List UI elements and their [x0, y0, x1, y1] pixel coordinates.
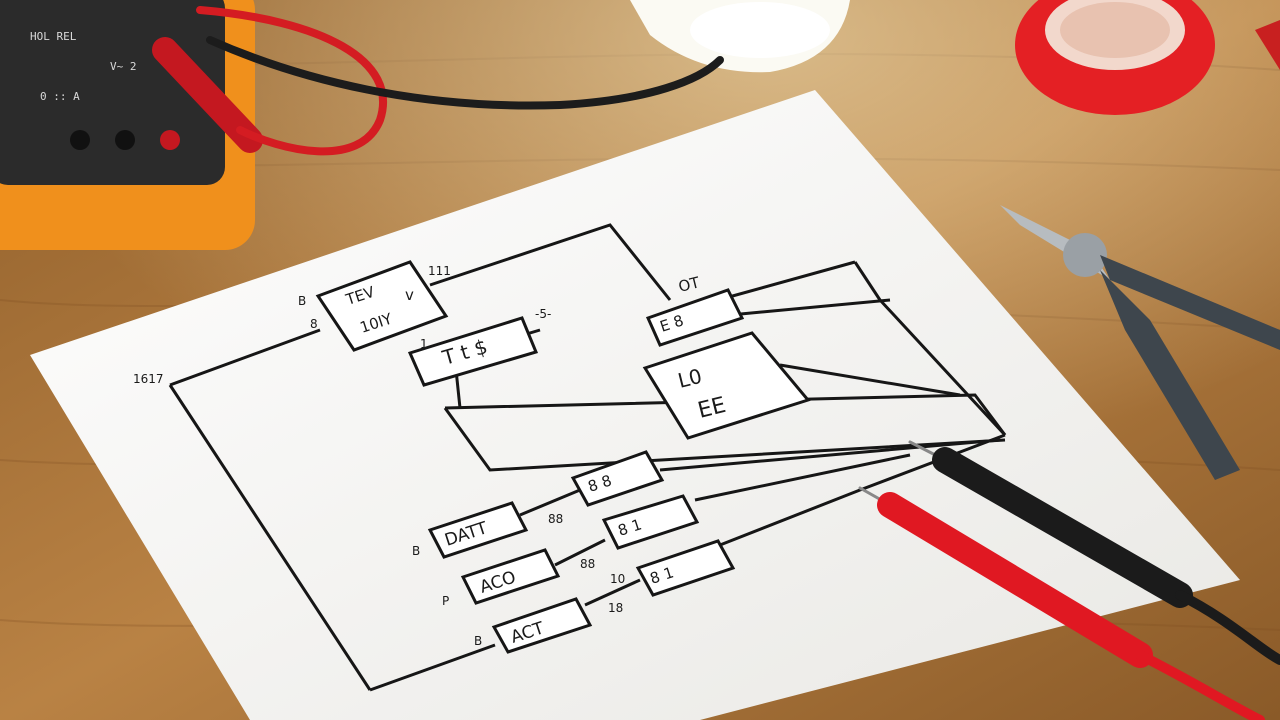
- schematic-boxes: [315, 260, 811, 654]
- label-note-mid: 1: [420, 337, 428, 351]
- box-tev: [315, 260, 449, 352]
- box-ot: [645, 288, 745, 347]
- label-1617: 1617: [133, 372, 164, 386]
- label-n2: 88: [580, 557, 595, 571]
- pencil-icon: [1255, 20, 1280, 70]
- box-dat: [427, 501, 529, 559]
- box-r1: [570, 450, 665, 507]
- label-n4: 18: [608, 601, 623, 615]
- label-v: v: [405, 286, 414, 304]
- red-probe-icon: [858, 486, 1265, 720]
- label-note-small: -5-: [535, 307, 551, 321]
- label-act-left: B: [474, 634, 482, 648]
- meter-cables: [196, 6, 724, 156]
- label-ot: OT: [677, 273, 703, 296]
- pliers-icon: [1000, 205, 1280, 480]
- box-aco: [460, 548, 561, 605]
- lamp-icon: [630, 0, 850, 73]
- box-r2: [601, 494, 700, 550]
- box-mid: [407, 316, 539, 387]
- label-l0: L0: [675, 364, 704, 393]
- svg-text:0 :: A: 0 :: A: [40, 90, 80, 103]
- label-n1: 88: [548, 512, 563, 526]
- svg-text:V~ 2: V~ 2: [110, 60, 137, 73]
- label-8: 8: [310, 317, 318, 331]
- box-act: [491, 597, 593, 654]
- schematic-paper: [30, 90, 1240, 720]
- box-r3: [635, 539, 736, 597]
- label-dat-left: B: [412, 544, 420, 558]
- tape-roll-icon: [1015, 0, 1215, 115]
- label-aco-left: P: [442, 594, 449, 608]
- label-b: B: [298, 294, 306, 308]
- label-111: 111: [428, 264, 451, 278]
- box-chip: [642, 331, 811, 440]
- multimeter-icon: HOL REL V~ 2 0 :: A: [0, 0, 263, 250]
- black-probe-icon: [908, 440, 1280, 665]
- svg-text:HOL REL: HOL REL: [30, 30, 77, 43]
- label-n3: 10: [610, 572, 625, 586]
